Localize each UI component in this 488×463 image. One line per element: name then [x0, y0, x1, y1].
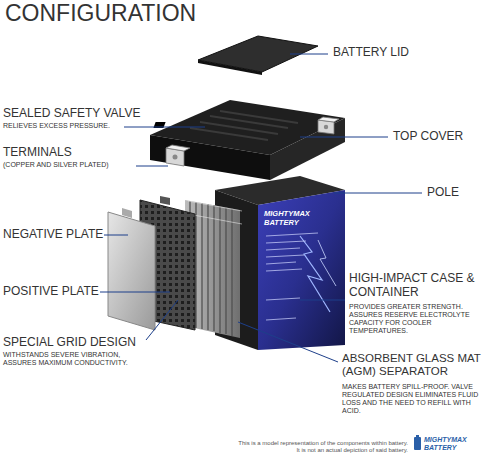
leader-line — [104, 235, 128, 236]
case-container — [266, 233, 318, 320]
leader-line — [146, 300, 178, 340]
top-cover — [150, 135, 270, 180]
leader-line — [290, 54, 328, 55]
part-note: MAKES BATTERY SPILL-PROOF. VALVE REGULAT… — [342, 383, 482, 415]
brand-print: MIGHTYMAX BATTERY — [264, 210, 324, 227]
brand-logo: MIGHTYMAX BATTERY — [424, 436, 482, 452]
agm-separator — [188, 201, 242, 224]
part-name: TOP COVER — [393, 130, 483, 144]
part-name: BATTERY LID — [333, 46, 483, 60]
positive-plate — [160, 196, 170, 205]
top-cover — [190, 111, 298, 140]
case-container — [300, 236, 330, 312]
disclaimer-caption: This is a model representation of the co… — [236, 440, 408, 454]
page-title: CONFIGURATION — [5, 0, 196, 26]
part-name: HIGH-IMPACT CASE & CONTAINER — [349, 272, 483, 300]
part-name: TERMINALS — [3, 146, 153, 160]
terminal — [166, 145, 190, 151]
top-cover — [150, 100, 345, 180]
leader-line — [100, 292, 170, 293]
negative-plate — [108, 212, 155, 330]
logo-icon — [416, 435, 419, 437]
part-note: RELIEVES EXCESS PRESSURE. — [3, 122, 133, 130]
battery-lid — [198, 60, 262, 75]
part-name: POLE — [427, 186, 482, 200]
terminal — [318, 117, 339, 122]
negative-plate — [108, 208, 155, 330]
negative-plate — [122, 208, 132, 218]
leader-line — [124, 127, 205, 128]
terminal — [324, 125, 328, 129]
part-name: SEALED SAFETY VALVE — [3, 107, 203, 121]
battery-lid — [198, 36, 318, 75]
part-note: (COPPER AND SILVER PLATED) — [3, 161, 138, 169]
case-container — [318, 240, 336, 286]
leader-line — [300, 137, 388, 138]
part-name: NEGATIVE PLATE — [3, 228, 113, 242]
leader-line — [300, 300, 345, 301]
terminal — [166, 117, 339, 166]
leader-line — [136, 166, 168, 167]
logo-icon — [414, 437, 421, 450]
part-name: ABSORBENT GLASS MAT (AGM) SEPARATOR — [342, 352, 484, 378]
part-name: SPECIAL GRID DESIGN — [3, 336, 153, 350]
leader-line — [334, 193, 422, 194]
leader-line — [238, 322, 338, 362]
part-note: PROVIDES GREATER STRENGTH. ASSURES RESER… — [349, 303, 483, 335]
terminal — [173, 155, 178, 160]
part-note: WITHSTANDS SEVERE VIBRATION, ASSURES MAX… — [3, 351, 133, 367]
part-name: POSITIVE PLATE — [3, 285, 113, 299]
case-container — [258, 190, 345, 350]
logo-icon — [414, 435, 421, 450]
